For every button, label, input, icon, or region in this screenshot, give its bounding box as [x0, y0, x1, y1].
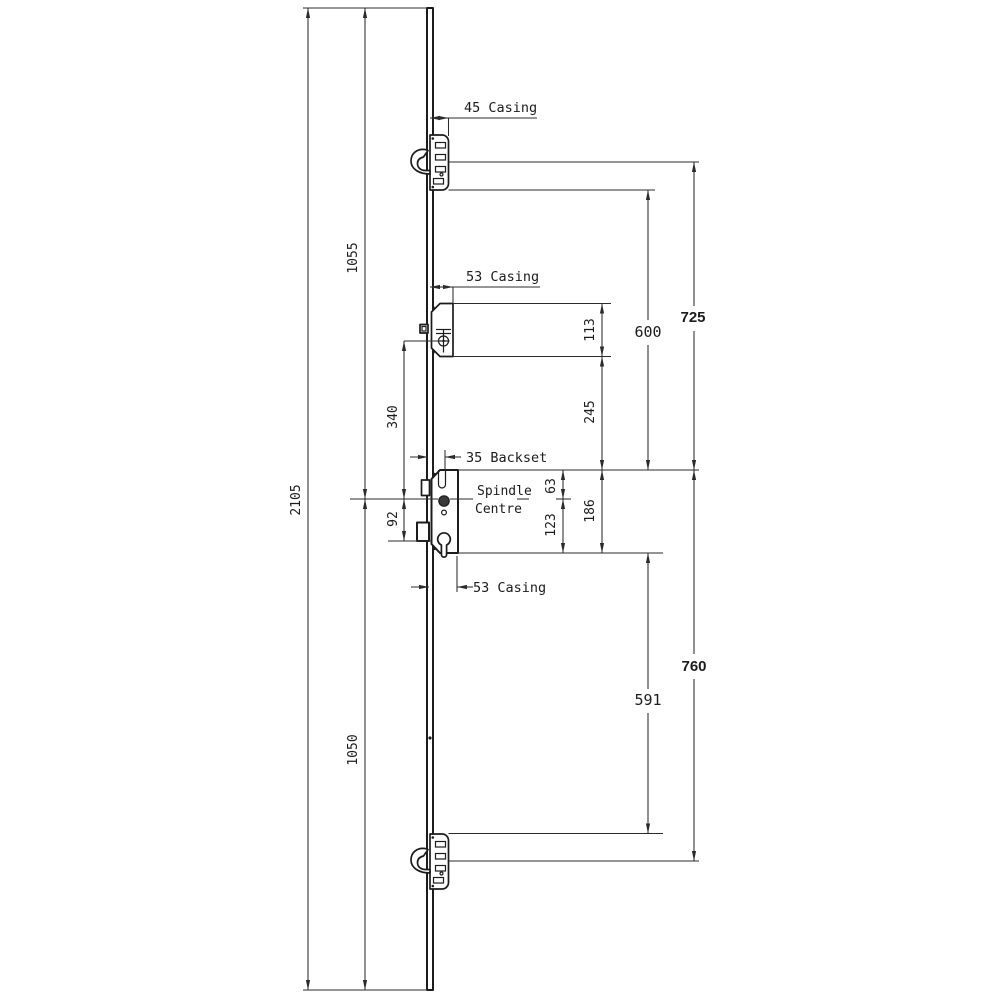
label-245: 245 [583, 400, 598, 423]
label-53-casing-mid: 53 Casing [466, 269, 539, 285]
label-186: 186 [583, 499, 598, 522]
latch-slot [437, 470, 447, 489]
label-1055: 1055 [346, 242, 361, 273]
label-53-casing-low: 53 Casing [473, 580, 546, 596]
spindle-hub [438, 495, 450, 507]
deadbolt [416, 521, 430, 542]
label-1050: 1050 [346, 734, 361, 765]
hook-casing-body [429, 134, 450, 191]
dimension-lines [305, 8, 697, 990]
spindle-fixing-hole [441, 509, 448, 516]
screw-dot [432, 306, 435, 309]
screw-dot [433, 547, 436, 551]
roller-pin [419, 323, 429, 334]
label-123: 123 [544, 513, 559, 536]
latch-bolt [420, 479, 431, 497]
label-340: 340 [386, 405, 401, 428]
screw-dot [433, 472, 436, 476]
label-63: 63 [544, 478, 559, 494]
hook-bolt [410, 148, 431, 175]
hook-casing-bottom [410, 833, 450, 890]
label-spindle: Spindle [477, 484, 532, 499]
label-centre: Centre [475, 502, 522, 517]
screw-dot [432, 351, 435, 354]
screw-dot [431, 137, 435, 140]
keep-slot [432, 177, 445, 185]
roller-pin-inner [421, 325, 427, 332]
keep-slot [434, 141, 447, 149]
faceplate-screw-hole [428, 736, 432, 740]
roller-centre-dot [442, 339, 445, 343]
label-92: 92 [386, 511, 401, 527]
roller-casing [419, 302, 454, 358]
pin-hole [439, 172, 444, 177]
euro-cylinder-keyhole [436, 532, 452, 558]
label-591: 591 [634, 691, 661, 709]
label-600: 600 [634, 323, 661, 341]
label-760: 760 [681, 658, 706, 675]
centre-gearbox [416, 469, 459, 558]
keep-slot [434, 165, 447, 173]
extension-lines [303, 7, 699, 991]
label-45-casing: 45 Casing [464, 100, 537, 116]
screw-dot [431, 185, 435, 189]
label-113: 113 [583, 318, 598, 341]
label-35-backset: 35 Backset [466, 450, 547, 466]
label-overall-2105: 2105 [289, 484, 304, 515]
hook-casing-top [410, 134, 450, 191]
keep-slot [434, 153, 447, 161]
dimension-labels: 2105 1055 1050 340 92 45 Casing 53 Casin… [289, 100, 707, 766]
label-725: 725 [680, 309, 705, 326]
